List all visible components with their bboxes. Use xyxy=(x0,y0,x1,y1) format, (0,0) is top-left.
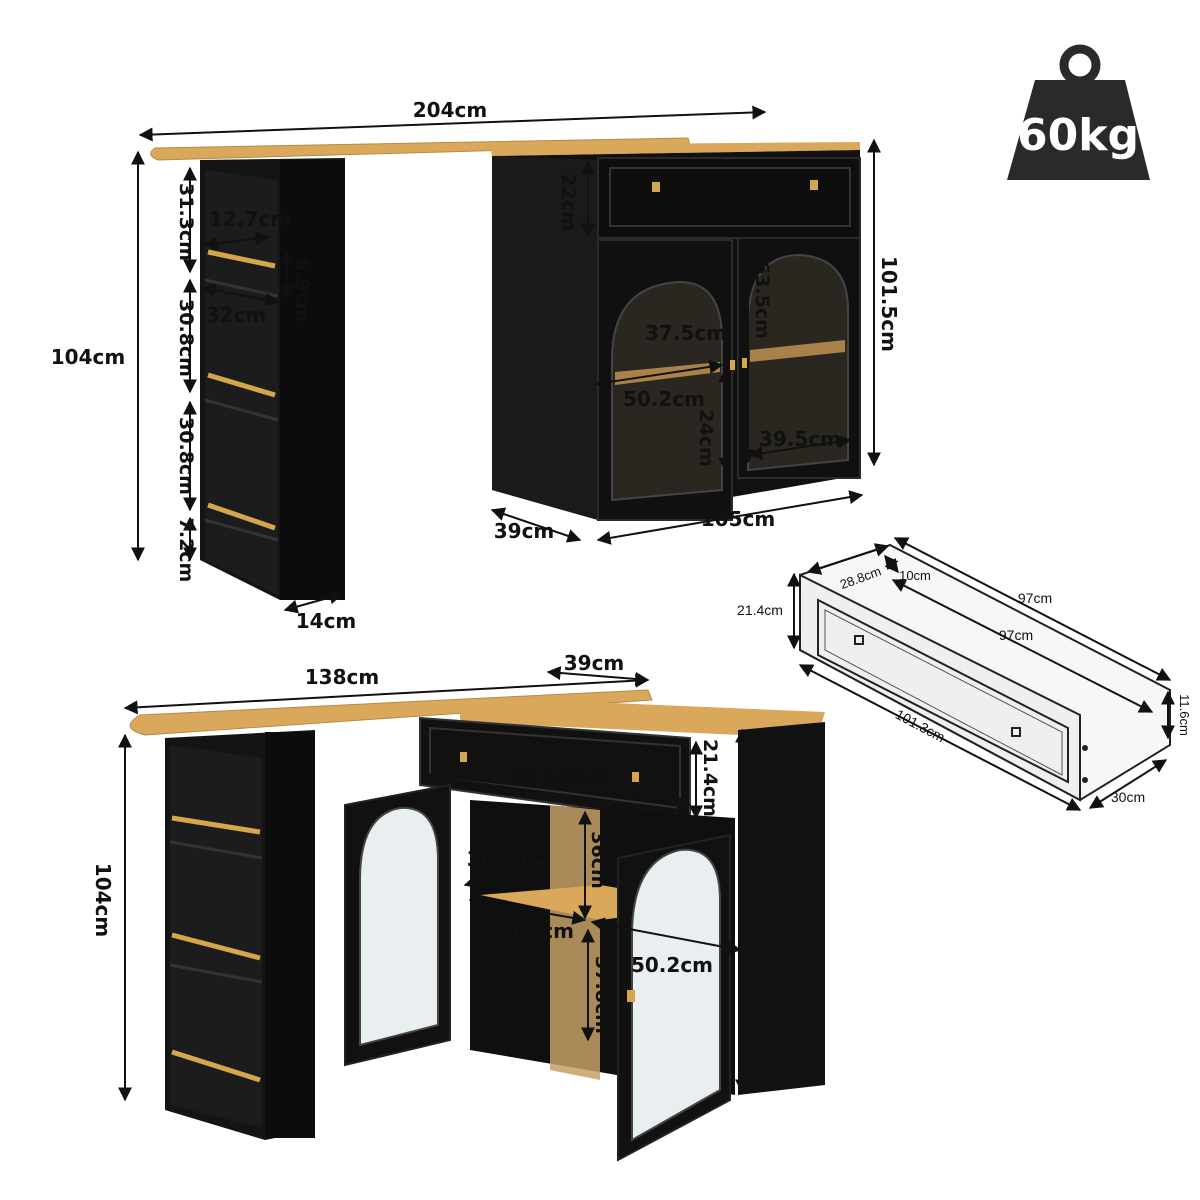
dim-cabinet-height: 101.5cm xyxy=(877,256,901,352)
dim-bottom-lower-height: 37.8cm xyxy=(591,956,613,1034)
dim-drawer-length-inner: 97cm xyxy=(999,627,1033,643)
top-view-labels: 204cm 104cm 31.3cm 30.8cm 30.8cm 7.2cm 1… xyxy=(51,98,901,633)
dim-bottom-drawer-width: 101.3cm xyxy=(512,763,608,787)
bottom-view-dimensions xyxy=(118,666,749,1102)
dim-drawer-height: 22cm xyxy=(557,173,579,231)
dim-door-height: 63.5cm xyxy=(751,261,773,339)
top-view-dimensions xyxy=(131,105,881,614)
dim-plinth: 7.2cm xyxy=(175,518,197,583)
dim-lower-height: 24cm xyxy=(695,409,717,467)
dim-bottom-upper-depth: 36cm xyxy=(467,847,528,871)
dim-cabinet-width: 105cm xyxy=(701,507,775,531)
dim-door-width: 39.5cm xyxy=(759,427,841,451)
weight-label: 60kg xyxy=(1017,110,1139,161)
dim-inner-width: 37.5cm xyxy=(645,321,727,345)
dim-shelf-width: 32cm xyxy=(206,303,267,327)
dim-shelf-1: 31.3cm xyxy=(175,183,197,261)
dim-inner-full-width: 50.2cm xyxy=(623,387,705,411)
dim-bottom-inner-width-left: 50.2cm xyxy=(492,919,574,943)
dim-shelf-2: 30.8cm xyxy=(175,299,197,377)
dim-rail-height: 6.9cm xyxy=(291,258,313,323)
dim-shelf-depth: 14cm xyxy=(296,609,357,633)
dim-shelf-3: 30.8cm xyxy=(175,417,197,495)
weight-icon xyxy=(1007,44,1150,180)
dim-drawer-depth: 30cm xyxy=(1111,789,1145,805)
bottom-view-labels: 138cm 39cm 104cm 101.3cm 21.4cm 36cm 36c… xyxy=(91,651,771,1034)
dim-drawer-depth-small: 10cm xyxy=(899,568,931,583)
dim-bottom-total-width: 138cm xyxy=(305,665,379,689)
dim-bottom-upper-height: 36cm xyxy=(587,831,609,889)
dim-drawer-inner-height: 11.6cm xyxy=(1177,694,1192,736)
dim-drawer-length-outer: 97cm xyxy=(1018,590,1052,606)
dim-bottom-cabinet-height: 101.5cm xyxy=(747,862,771,958)
dim-height-left: 104cm xyxy=(51,345,125,369)
dim-bottom-drawer-height: 21.4cm xyxy=(699,739,721,817)
dim-total-width: 204cm xyxy=(413,98,487,122)
dim-drawer-height: 21.4cm xyxy=(737,602,783,618)
dim-bottom-height-left: 104cm xyxy=(91,863,115,937)
dim-bottom-depth: 39cm xyxy=(564,651,625,675)
dim-bottom-inner-width-right: 50.2cm xyxy=(631,953,713,977)
drawer-dimensions xyxy=(787,537,1175,811)
dim-cabinet-depth: 39cm xyxy=(494,519,555,543)
dim-rail-length: 12.7cm xyxy=(209,207,291,231)
